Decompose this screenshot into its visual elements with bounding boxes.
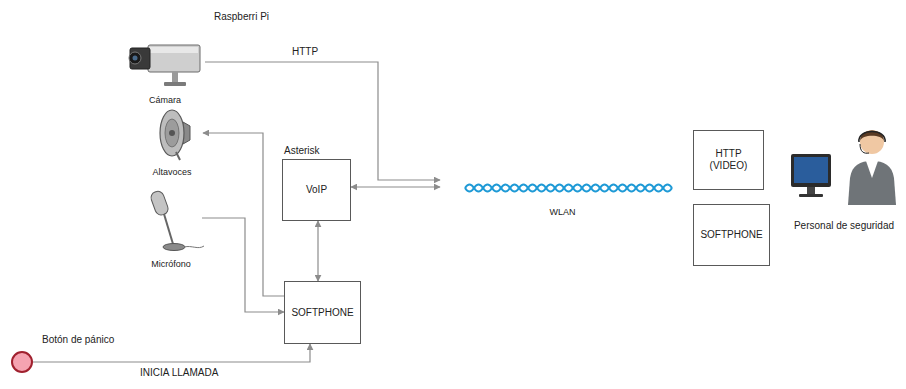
box-heading: Asterisk: [284, 145, 320, 157]
speaker-node: Altavoces: [143, 108, 201, 178]
camera-icon: [129, 45, 200, 86]
device-label: Botón de pánico: [42, 334, 114, 346]
wlan-wave: [465, 185, 672, 192]
person-icon: [848, 130, 896, 205]
panic-button-node: Botón de pánico: [10, 332, 150, 374]
connector-label: HTTP: [290, 46, 320, 58]
panic-button-icon: [12, 352, 32, 372]
camera-node: Cámara: [125, 40, 205, 106]
monitor-icon: [791, 154, 831, 197]
device-label: Personal de seguridad: [785, 220, 903, 232]
box-label: HTTP (VIDEO): [694, 148, 763, 172]
box-label: SOFTPHONE: [288, 307, 356, 319]
process-box: SOFTPHONE: [284, 281, 361, 344]
device-label: Cámara: [125, 94, 205, 106]
server-box: AsteriskVoIP: [282, 145, 351, 221]
connector: [33, 344, 310, 362]
connector-label: INICIA LLAMADA: [138, 367, 220, 379]
connector: [317, 221, 318, 281]
box-frame: VoIP: [282, 159, 351, 221]
device-label: WLAN: [440, 206, 685, 218]
connector: [203, 133, 284, 296]
microphone-icon: [149, 190, 204, 251]
connector: [351, 186, 440, 187]
box-label: SOFTPHONE: [697, 229, 765, 241]
device-label: Altavoces: [143, 166, 201, 178]
connector: [205, 62, 440, 180]
box-label: VoIP: [306, 184, 327, 196]
box-heading: Raspberri Pi: [214, 11, 269, 23]
speaker-icon: [160, 110, 190, 160]
microphone-node: Micrófono: [140, 188, 202, 270]
device-box: Raspberri PiAsteriskVoIPSOFTPHONE: [212, 28, 454, 389]
operator-node: Personal de seguridad: [785, 120, 903, 232]
connector: [202, 218, 284, 312]
network-node: WLAN: [440, 172, 685, 218]
process-box: HTTP (VIDEO): [693, 130, 764, 190]
device-label: Micrófono: [140, 258, 202, 270]
process-box: SOFTPHONE: [693, 204, 770, 266]
